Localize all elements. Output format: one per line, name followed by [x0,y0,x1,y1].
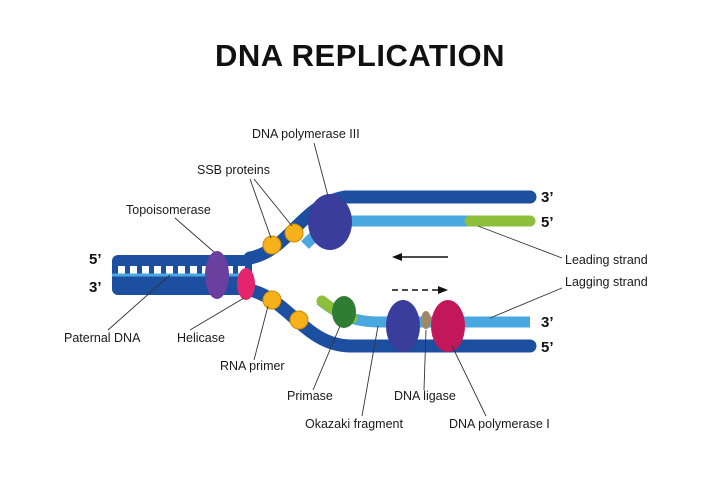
label-ssb-proteins: SSB proteins [197,163,270,177]
end-label-left-3: 3’ [89,279,102,296]
dna-polymerase-iii-shape [308,194,352,250]
diagram-title: DNA REPLICATION [215,38,505,73]
label-rna-primer: RNA primer [220,359,285,373]
end-label-top-5: 5’ [541,214,554,231]
label-dna-polymerase-i: DNA polymerase I [449,417,550,431]
label-topoisomerase: Topoisomerase [126,203,211,217]
helicase-shape [237,268,255,300]
ssb-protein-1 [262,235,282,255]
end-label-bottom-5: 5’ [541,339,554,356]
leader-lines [107,142,563,417]
label-dna-polymerase-iii: DNA polymerase III [252,127,360,141]
primase-shape [332,296,356,328]
dna-polymerase-i-shape [431,300,465,352]
end-label-top-3: 3’ [541,189,554,206]
label-helicase: Helicase [177,331,225,345]
label-paternal-dna: Paternal DNA [64,331,141,345]
upper-rungs [365,205,526,214]
lagging-direction-arrow [392,286,448,294]
dna-ligase-shape [421,311,431,329]
parental-rungs [118,266,245,274]
label-primase: Primase [287,389,333,403]
label-dna-ligase: DNA ligase [394,389,456,403]
end-label-left-5: 5’ [89,251,102,268]
ssb-protein-2 [284,223,304,243]
parental-dna-helix [112,255,252,295]
label-lagging-strand: Lagging strand [565,275,648,289]
label-leading-strand: Leading strand [565,253,648,267]
ssb-protein-4 [289,310,309,330]
label-okazaki-fragment: Okazaki fragment [305,417,403,431]
end-label-bottom-3: 3’ [541,314,554,331]
dna-polymerase-iii-lagging-shape [386,300,420,352]
ssb-protein-3 [262,290,282,310]
topoisomerase-shape [205,251,229,299]
leading-direction-arrow [392,253,448,261]
